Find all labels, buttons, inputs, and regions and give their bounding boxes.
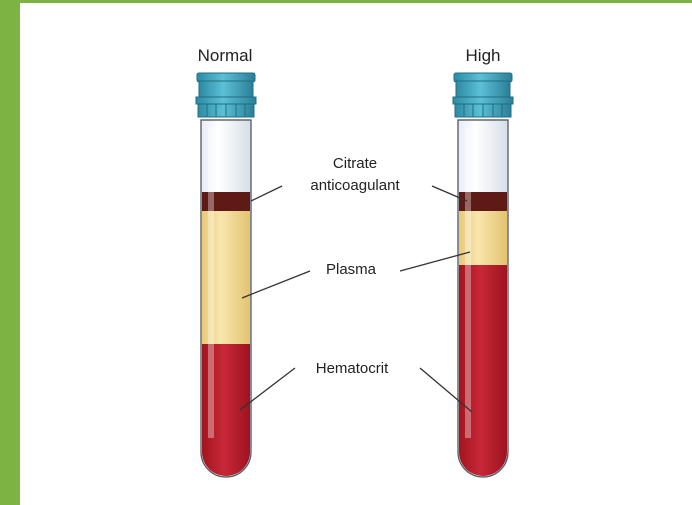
normal-tube bbox=[196, 73, 256, 477]
plasma-label: Plasma bbox=[326, 261, 377, 278]
high-tube-cap bbox=[453, 73, 513, 117]
leader-lines bbox=[240, 186, 472, 412]
citrate-leader-normal bbox=[251, 186, 282, 201]
citrate-label-line2: anticoagulant bbox=[310, 177, 400, 194]
hematocrit-label: Hematocrit bbox=[316, 360, 389, 377]
normal-tube-title: Normal bbox=[198, 46, 253, 65]
high-tube bbox=[453, 73, 513, 477]
plasma-leader-normal bbox=[242, 271, 310, 298]
high-tube-title: High bbox=[466, 46, 501, 65]
normal-tube-cap bbox=[196, 73, 256, 117]
citrate-label-line1: Citrate bbox=[333, 155, 377, 172]
